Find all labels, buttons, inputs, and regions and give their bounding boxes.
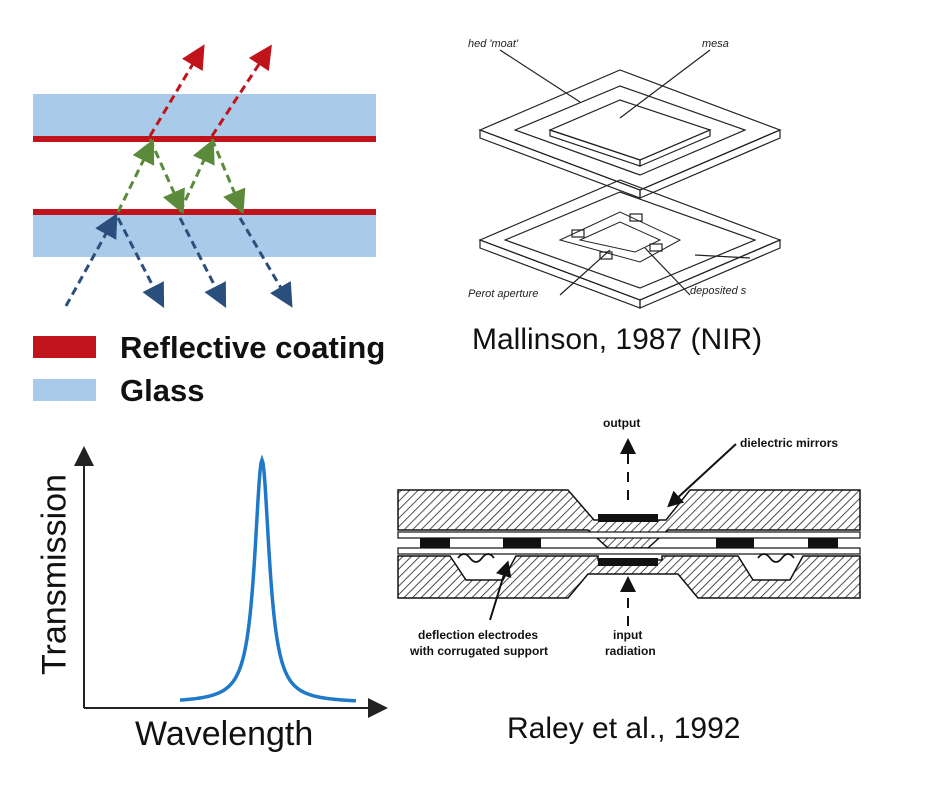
- fabry-perot-schematic: [33, 44, 376, 309]
- label-deflection-1: deflection electrodes: [418, 628, 539, 642]
- reflected-ray: [238, 217, 293, 308]
- legend-label-reflective: Reflective coating: [120, 330, 386, 365]
- label-perot-aperture: Perot aperture: [468, 288, 539, 300]
- x-axis-title: Wavelength: [135, 715, 314, 753]
- legend-swatch-reflective: [33, 336, 96, 358]
- raley-cross-section: [397, 438, 861, 626]
- incident-ray: [64, 213, 118, 307]
- label-input-2: radiation: [605, 644, 656, 658]
- raley-caption: Raley et al., 1992: [507, 712, 741, 745]
- label-deflection-2: with corrugated support: [410, 644, 548, 658]
- legend-swatch-glass: [33, 379, 96, 401]
- reflective-coating-bottom: [33, 209, 376, 215]
- label-deposited: deposited s: [690, 285, 747, 297]
- label-input-1: input: [613, 628, 643, 642]
- internal-ray: [116, 138, 155, 213]
- mallinson-caption: Mallinson, 1987 (NIR): [472, 323, 763, 356]
- y-axis-title: Transmission: [35, 474, 74, 675]
- glass-plate-top: [33, 94, 376, 139]
- internal-ray: [210, 138, 246, 215]
- transmitted-ray: [210, 44, 272, 137]
- glass-plate-bottom: [33, 212, 376, 257]
- transmission-curve: [179, 454, 357, 703]
- internal-ray: [148, 138, 185, 215]
- mallinson-device-drawing: [478, 49, 782, 309]
- legend-label-glass: Glass: [120, 373, 205, 408]
- label-dielectric-mirrors: dielectric mirrors: [740, 436, 839, 450]
- label-moat: hed 'moat': [468, 38, 519, 50]
- reflective-coating-top: [33, 136, 376, 142]
- transmitted-ray: [148, 44, 205, 137]
- label-output: output: [603, 416, 641, 430]
- reflected-ray: [116, 217, 165, 309]
- label-mesa: mesa: [702, 38, 729, 50]
- internal-ray: [178, 138, 215, 213]
- transmission-plot: [74, 446, 388, 718]
- reflected-ray: [178, 217, 227, 309]
